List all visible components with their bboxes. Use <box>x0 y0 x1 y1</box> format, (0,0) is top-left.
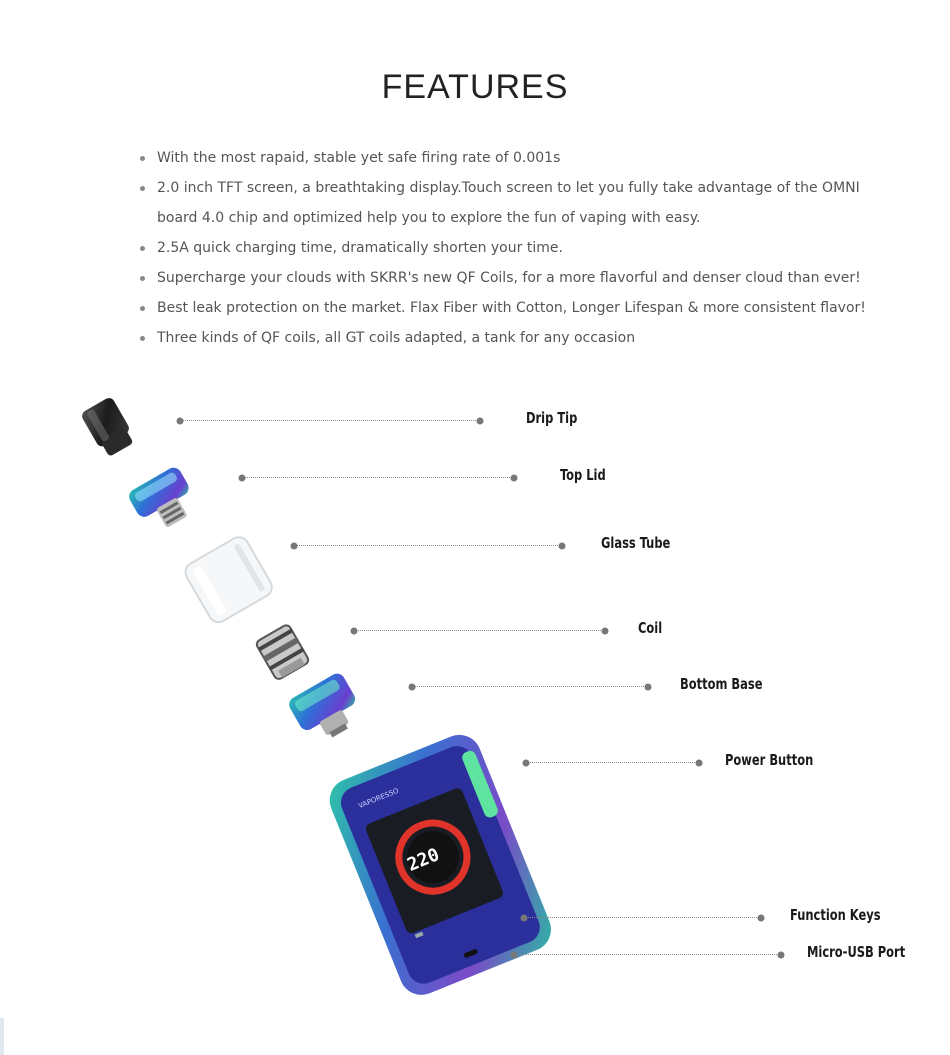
power-button-leader <box>526 762 699 763</box>
label-bottom-base: Bottom Base <box>680 675 763 693</box>
glass-tube-dot-end <box>558 542 566 550</box>
coil-dot-start <box>350 627 358 635</box>
label-drip-tip: Drip Tip <box>526 409 578 427</box>
glass-tube-dot-start <box>290 542 298 550</box>
micro-usb-dot-start <box>510 951 518 959</box>
bottom-base-image <box>289 673 356 738</box>
drip-tip-dot-start <box>176 417 184 425</box>
coil-dot-end <box>601 627 609 635</box>
label-top-lid: Top Lid <box>560 466 606 484</box>
feature-item: With the most rapaid, stable yet safe fi… <box>140 143 880 173</box>
drip-tip-image <box>82 398 133 456</box>
function-keys-dot-end <box>757 914 765 922</box>
function-keys-dot-start <box>520 914 528 922</box>
glass-tube-leader <box>294 545 562 546</box>
feature-item: 2.5A quick charging time, dramatically s… <box>140 233 880 263</box>
label-glass-tube: Glass Tube <box>601 534 671 552</box>
top-lid-dot-end <box>510 474 518 482</box>
feature-item: 2.0 inch TFT screen, a breathtaking disp… <box>140 173 880 233</box>
bottom-base-dot-end <box>644 683 652 691</box>
micro-usb-dot-end <box>777 951 785 959</box>
top-lid-dot-start <box>238 474 246 482</box>
drip-tip-dot-end <box>476 417 484 425</box>
feature-item: Best leak protection on the market. Flax… <box>140 293 880 323</box>
coil-image <box>255 624 310 680</box>
bottom-base-leader <box>412 686 648 687</box>
label-micro-usb-port: Micro-USB Port <box>807 943 906 961</box>
top-lid-image <box>129 467 189 527</box>
label-coil: Coil <box>638 619 663 637</box>
function-keys-leader <box>524 917 761 918</box>
drip-tip-leader <box>180 420 480 421</box>
power-button-dot-start <box>522 759 530 767</box>
power-button-dot-end <box>695 759 703 767</box>
mod-device-image: VAPORESSO 220 <box>329 734 551 995</box>
feature-item: Supercharge your clouds with SKRR's new … <box>140 263 880 293</box>
label-power-button: Power Button <box>725 751 814 769</box>
feature-item: Three kinds of QF coils, all GT coils ad… <box>140 323 880 353</box>
edge-strip <box>0 1018 4 1055</box>
label-function-keys: Function Keys <box>790 906 881 924</box>
top-lid-leader <box>242 477 514 478</box>
bottom-base-dot-start <box>408 683 416 691</box>
glass-tube-image <box>184 536 273 624</box>
coil-leader <box>354 630 605 631</box>
page-title: FEATURES <box>381 68 569 106</box>
feature-list: With the most rapaid, stable yet safe fi… <box>140 143 880 353</box>
micro-usb-leader <box>514 954 781 955</box>
